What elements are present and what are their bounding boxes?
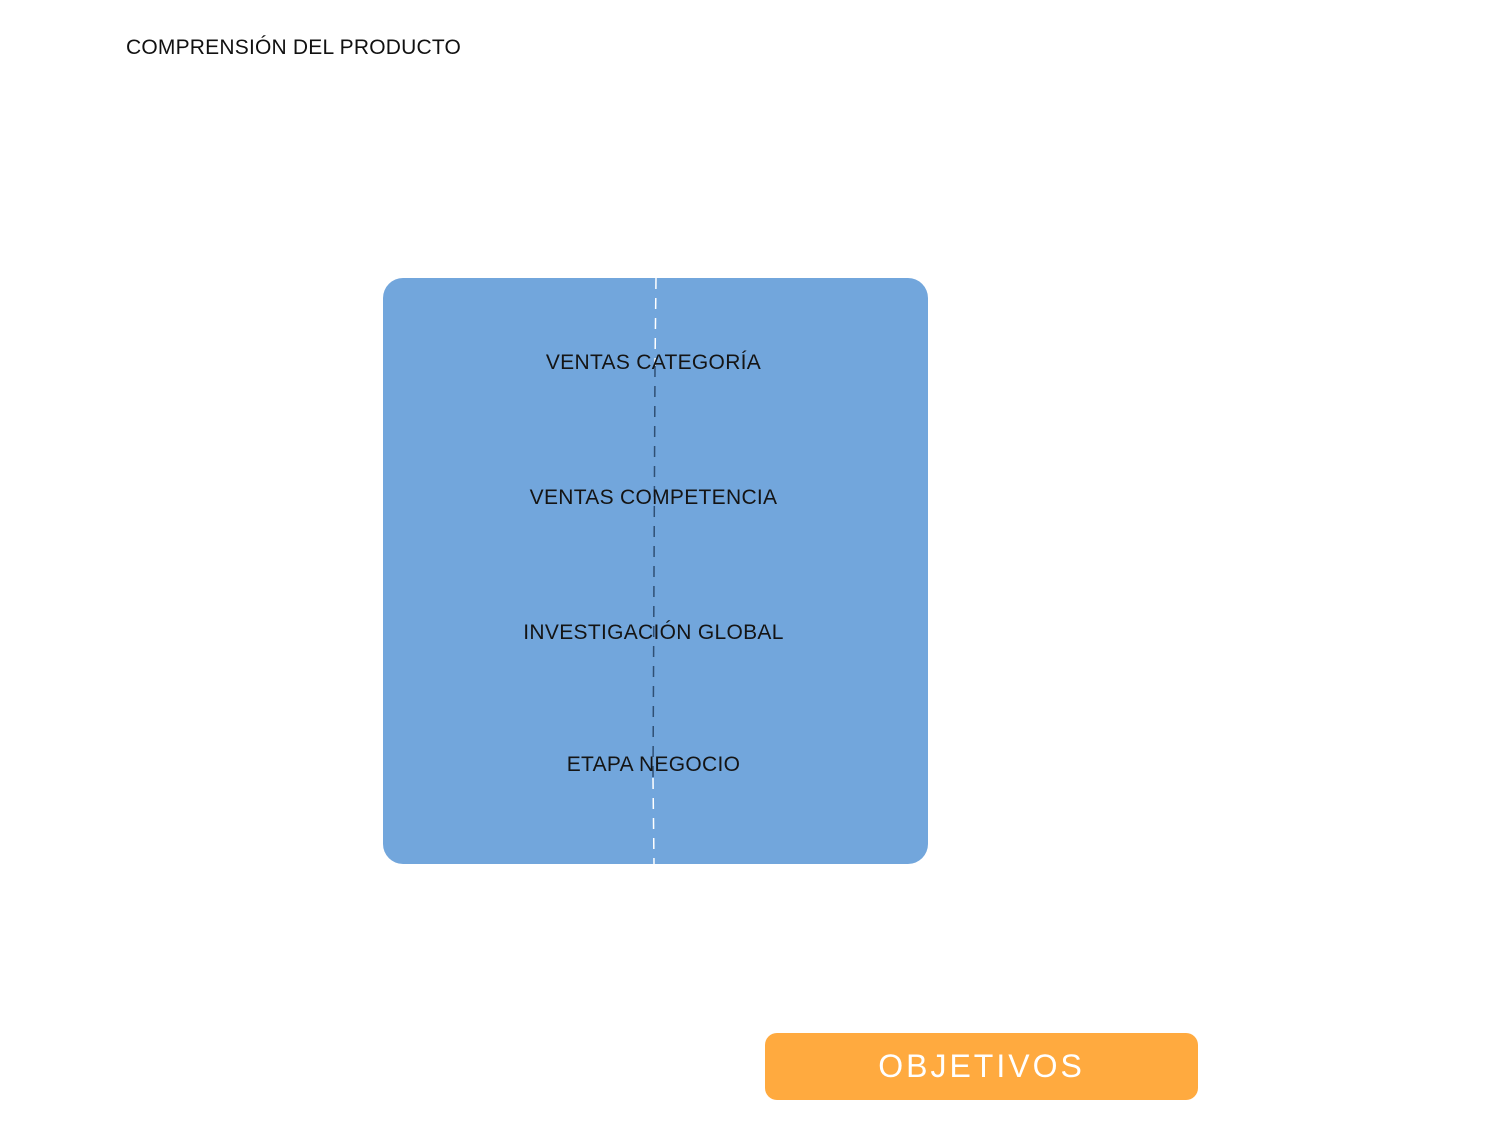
panel-item-ventas-categoria: VENTAS CATEGORÍA [545,351,762,374]
panel-item-ventas-competencia: VENTAS COMPETENCIA [529,486,778,509]
panel-item-investigacion-global: INVESTIGACIÓN GLOBAL [523,621,784,644]
panel-item-etapa-negocio: ETAPA NEGOCIO [566,753,741,776]
analysis-panel: VENTAS CATEGORÍA VENTAS COMPETENCIA INVE… [383,278,928,864]
dashed-divider [652,278,657,864]
page-title: COMPRENSIÓN DEL PRODUCTO [126,36,462,59]
objetivos-button[interactable]: OBJETIVOS [765,1033,1198,1100]
